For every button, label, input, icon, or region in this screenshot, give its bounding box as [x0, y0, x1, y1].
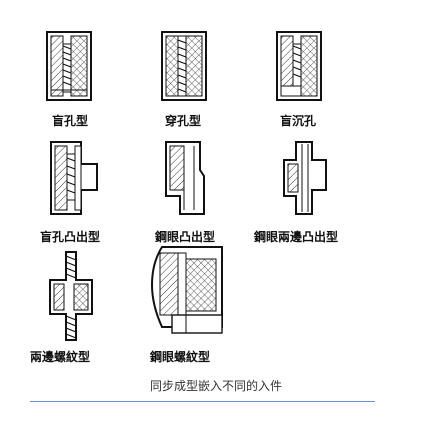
label-blind-sink: 盲沉孔 [280, 114, 317, 128]
blind-hole-insert-figure [46, 31, 92, 101]
double-thread-insert-figure [49, 251, 93, 341]
blind-sink-insert-figure [276, 31, 322, 101]
through-hole-insert-figure [161, 31, 207, 101]
label-through-hole: 穿孔型 [165, 114, 202, 128]
label-blind-hole: 盲孔型 [52, 114, 89, 128]
rivet-double-protrude-insert-figure [283, 141, 327, 215]
rivet-protrude-insert-figure [165, 141, 205, 215]
rivet-thread-insert-figure [150, 246, 223, 334]
label-rivet-double-protrude: 鋼眼兩邊凸出型 [254, 230, 339, 244]
caption: 同步成型嵌入不同的入件 [149, 379, 282, 393]
label-rivet-thread: 鋼眼螺紋型 [150, 350, 211, 364]
label-double-thread: 兩邊螺紋型 [30, 350, 91, 364]
caption-divider [30, 401, 375, 402]
label-rivet-protrude: 鋼眼凸出型 [155, 230, 216, 244]
blind-hole-protrude-insert-figure [50, 141, 98, 215]
label-blind-hole-protrude: 盲孔凸出型 [40, 230, 101, 244]
